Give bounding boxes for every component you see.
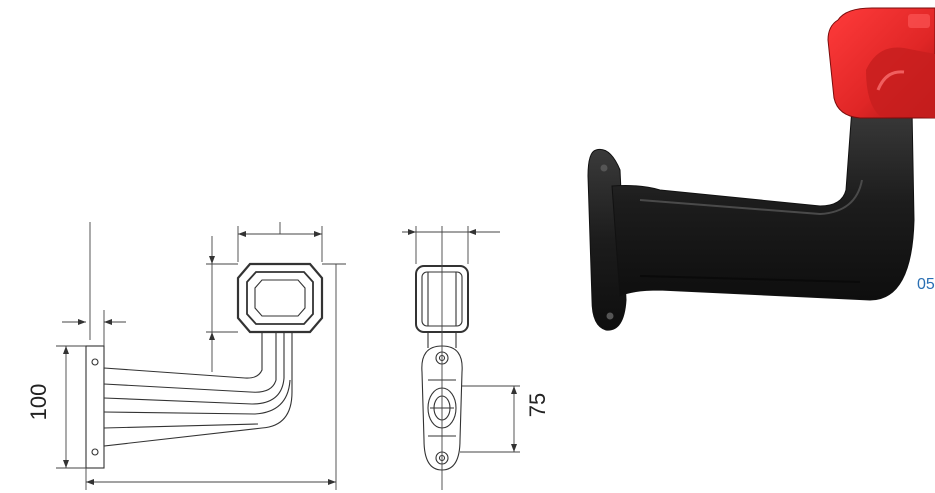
side-arm [103, 329, 293, 447]
side-lamp-head [236, 262, 324, 334]
side-dimension-arrows [63, 231, 336, 485]
front-dimension-arrows [408, 229, 517, 452]
product-photo [587, 7, 935, 331]
front-dimension-lines [402, 226, 520, 490]
dimension-label-75: 75 [525, 393, 550, 417]
dimension-label-100: 100 [26, 384, 51, 421]
product-code-fragment: 05 [917, 276, 935, 293]
side-flange [85, 345, 105, 469]
photo-arm [611, 107, 915, 301]
side-view-drawing [85, 262, 324, 469]
